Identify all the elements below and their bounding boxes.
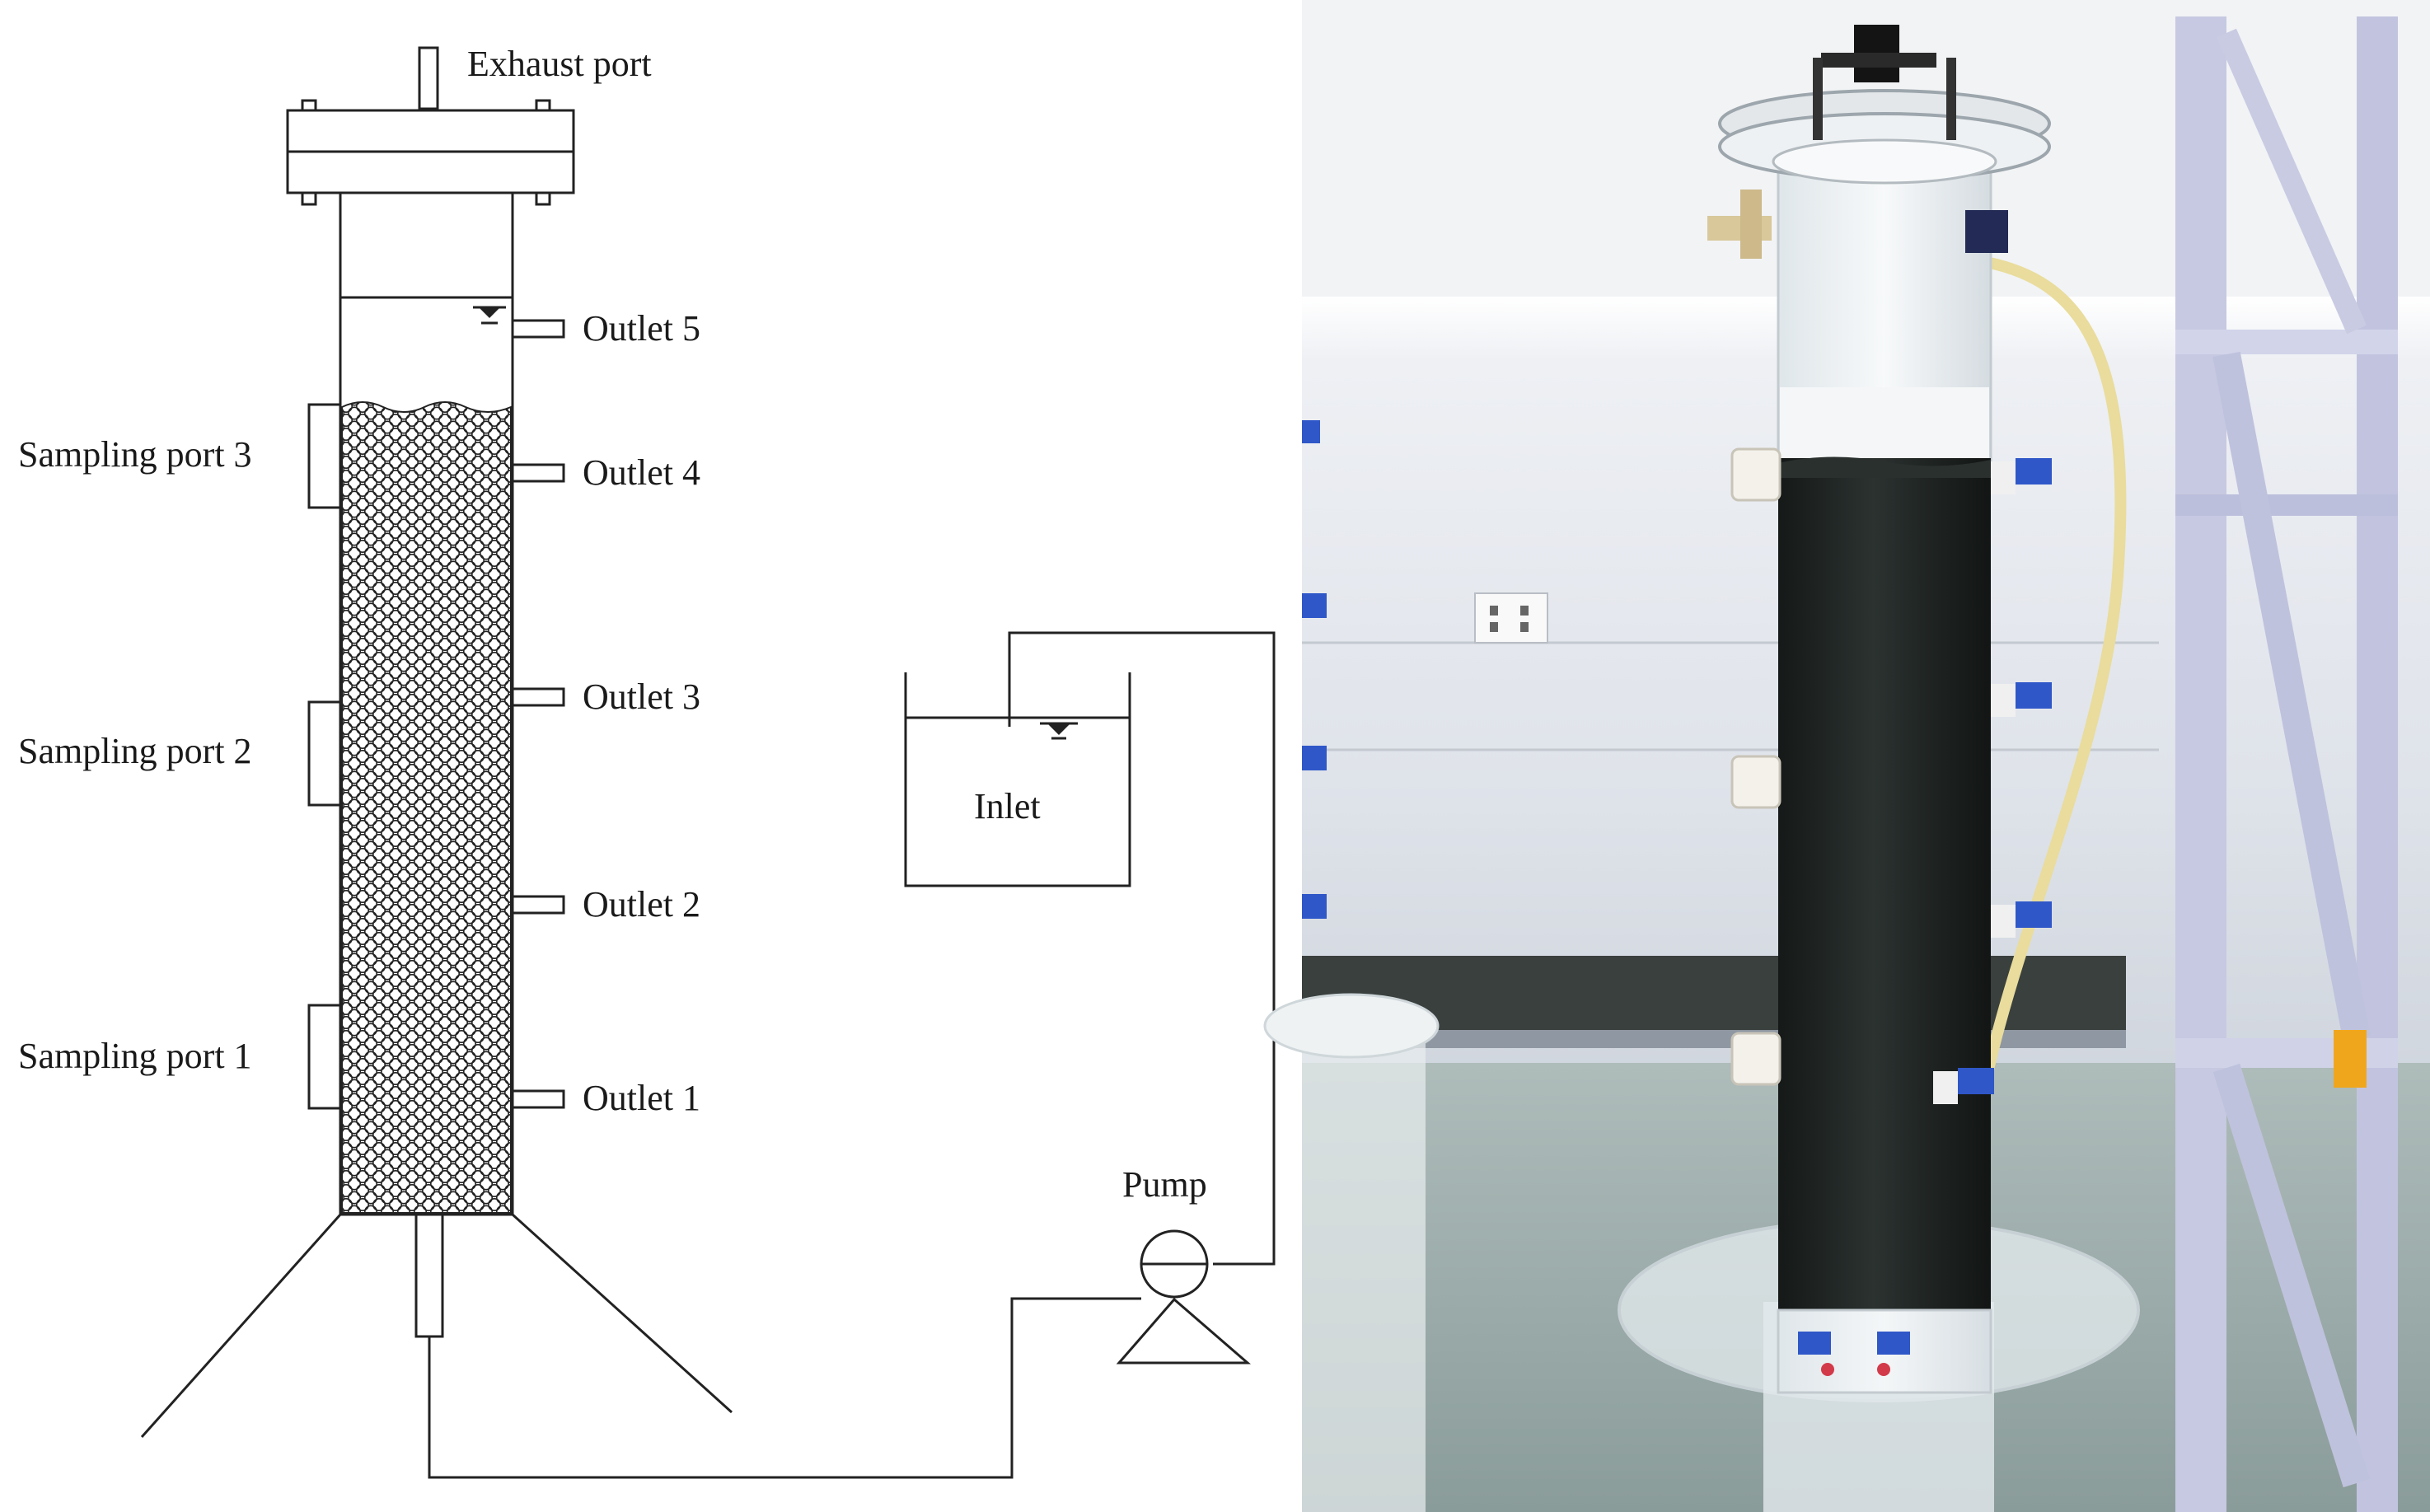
outlet-2-pipe: [511, 895, 565, 915]
outlet-1-pipe: [511, 1089, 565, 1109]
media-bed: [341, 401, 512, 1214]
outlet-5-label: Outlet 5: [583, 308, 700, 349]
right-leg: [511, 1213, 733, 1414]
sampling-port-1-box: [307, 1004, 342, 1110]
outlet-5-pipe: [511, 319, 565, 339]
left-leg: [140, 1214, 342, 1438]
metal-rack: [2175, 16, 2398, 1512]
exhaust-pipe: [418, 46, 439, 110]
sampling-port-2-box: [307, 700, 342, 807]
sampling-port-2-label: Sampling port 2: [18, 731, 252, 771]
photo-sampling-knob-1: [1730, 1032, 1782, 1086]
outlet-4-label: Outlet 4: [583, 452, 700, 493]
sampling-port-3-label: Sampling port 3: [18, 434, 252, 475]
outlet-1-label: Outlet 1: [583, 1078, 700, 1118]
photo-column-media: [1778, 458, 1991, 1311]
sampling-port-3-box: [307, 403, 342, 509]
bottom-inlet-pipe: [414, 1213, 444, 1338]
photo-sampling-knob-2: [1730, 755, 1782, 809]
outlet-pipes: [511, 319, 565, 1109]
outlet-2-label: Outlet 2: [583, 884, 700, 925]
photo-outlet-valves: [1798, 458, 2052, 1376]
water-level-icon: [473, 306, 506, 325]
yellow-tube: [1964, 256, 2127, 1209]
inlet-tank: [904, 672, 1131, 887]
photo-sampling-knob-3: [1730, 447, 1782, 502]
inlet-label: Inlet: [974, 786, 1041, 826]
pump-icon: [1116, 1229, 1252, 1365]
outlet-3-label: Outlet 3: [583, 676, 700, 717]
pump-label: Pump: [1122, 1164, 1207, 1205]
outlet-4-pipe: [511, 463, 565, 483]
sampling-port-1-label: Sampling port 1: [18, 1036, 252, 1076]
top-flange: [286, 99, 575, 206]
feed-line: [428, 1297, 1141, 1479]
exhaust-port-label: Exhaust port: [467, 44, 652, 84]
tank-level-icon: [1040, 722, 1078, 740]
photo-lid: [1718, 25, 2051, 185]
outlet-3-pipe: [511, 687, 565, 707]
reactor-schematic: Exhaust port Outlet 5 Outlet 4 Outlet 3 …: [18, 44, 1276, 1479]
wall-socket-icon: [1474, 592, 1548, 644]
return-line: [1008, 631, 1276, 1266]
sampling-ports: [307, 403, 342, 1110]
reactor-photo: [1263, 0, 2430, 1512]
